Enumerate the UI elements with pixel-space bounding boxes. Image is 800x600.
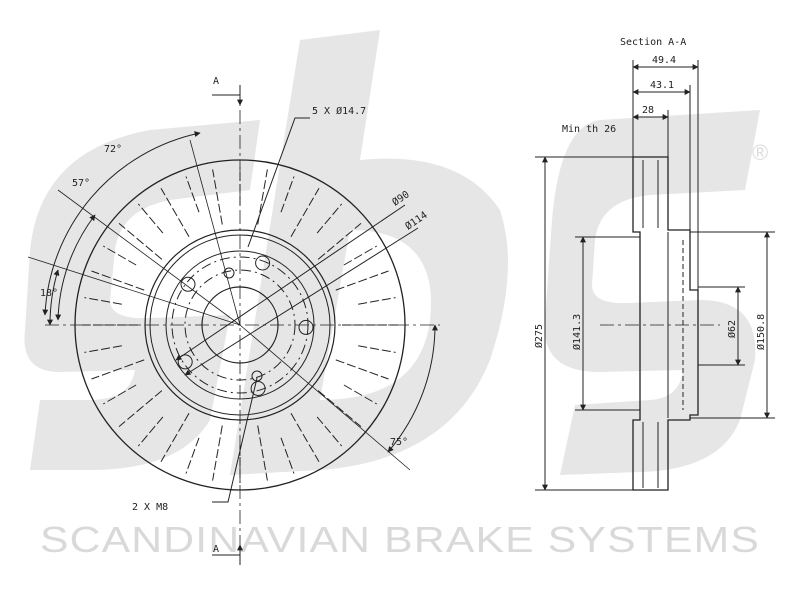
threaded-hole-leader xyxy=(212,377,258,503)
bolt-holes-label: 5 X Ø14.7 xyxy=(312,105,366,117)
section-marker-top: A xyxy=(213,76,219,87)
vent-slot xyxy=(280,437,295,474)
angle-57-label: 57° xyxy=(72,178,90,189)
diameter-114-leader xyxy=(184,227,419,376)
angle-ray-75 xyxy=(239,324,411,471)
vent-slot xyxy=(317,223,362,260)
bolt-hole xyxy=(180,276,196,292)
bolt-hole xyxy=(177,354,193,370)
vent-slot xyxy=(138,203,164,234)
bolt-hole xyxy=(255,255,271,271)
diameter-90-leader xyxy=(175,204,406,361)
vent-slot xyxy=(84,345,122,353)
vent-slot xyxy=(118,223,163,260)
vent-slot xyxy=(280,176,295,213)
disc-section-profile xyxy=(632,156,699,491)
bolt-hole xyxy=(250,381,266,396)
vent-slot xyxy=(212,425,223,481)
angle-arc-75 xyxy=(387,324,438,453)
vent-slot xyxy=(138,416,164,447)
dim-43-1-label: 43.1 xyxy=(650,80,674,91)
threaded-hole-top xyxy=(223,267,235,279)
sbs-logo-watermark xyxy=(24,30,760,475)
angle-18-label: 18° xyxy=(40,288,58,299)
vent-slot xyxy=(343,245,378,266)
front-view xyxy=(27,85,440,565)
section-title: Section A-A xyxy=(620,37,686,48)
vent-slot xyxy=(316,203,342,234)
angle-75-label: 75° xyxy=(390,437,408,448)
section-marker-bottom: A xyxy=(213,544,219,555)
vent-slot xyxy=(335,270,389,291)
dim-49-4-label: 49.4 xyxy=(652,55,676,66)
vent-slot xyxy=(358,345,396,353)
min-thickness-label: Min th 26 xyxy=(562,124,616,135)
brand-watermark-text: SCANDINAVIAN BRAKE SYSTEMS xyxy=(40,519,760,560)
registered-mark: ® xyxy=(752,140,768,165)
vent-slot xyxy=(290,413,320,463)
dim-28-label: 28 xyxy=(642,105,654,116)
vent-slot xyxy=(358,297,396,305)
vent-slot xyxy=(91,359,145,380)
vent-slot xyxy=(212,169,223,225)
vent-slot xyxy=(290,187,320,237)
bolt-hole xyxy=(298,319,314,335)
dia-275-label: Ø275 xyxy=(533,324,545,348)
vent-slot xyxy=(343,384,378,405)
angle-72-label: 72° xyxy=(104,144,122,155)
angle-arc-18 xyxy=(46,269,60,326)
vent-slot xyxy=(257,425,268,481)
threaded-hole-bottom xyxy=(251,370,263,382)
vent-slot xyxy=(317,390,362,427)
dia-62-label: Ø62 xyxy=(726,320,738,338)
vent-slot xyxy=(102,384,137,405)
vent-slot xyxy=(335,359,389,380)
dia-150-8-label: Ø150.8 xyxy=(755,314,767,350)
section-view xyxy=(535,60,775,491)
bolt-hole-leader xyxy=(247,117,310,248)
vent-slot xyxy=(316,416,342,447)
vent-slot xyxy=(160,413,190,463)
vent-slot xyxy=(118,390,163,427)
threaded-holes-label: 2 X M8 xyxy=(132,502,168,513)
vent-slot xyxy=(257,169,268,225)
dia-141-3-label: Ø141.3 xyxy=(571,314,583,350)
vent-slot xyxy=(185,437,200,474)
